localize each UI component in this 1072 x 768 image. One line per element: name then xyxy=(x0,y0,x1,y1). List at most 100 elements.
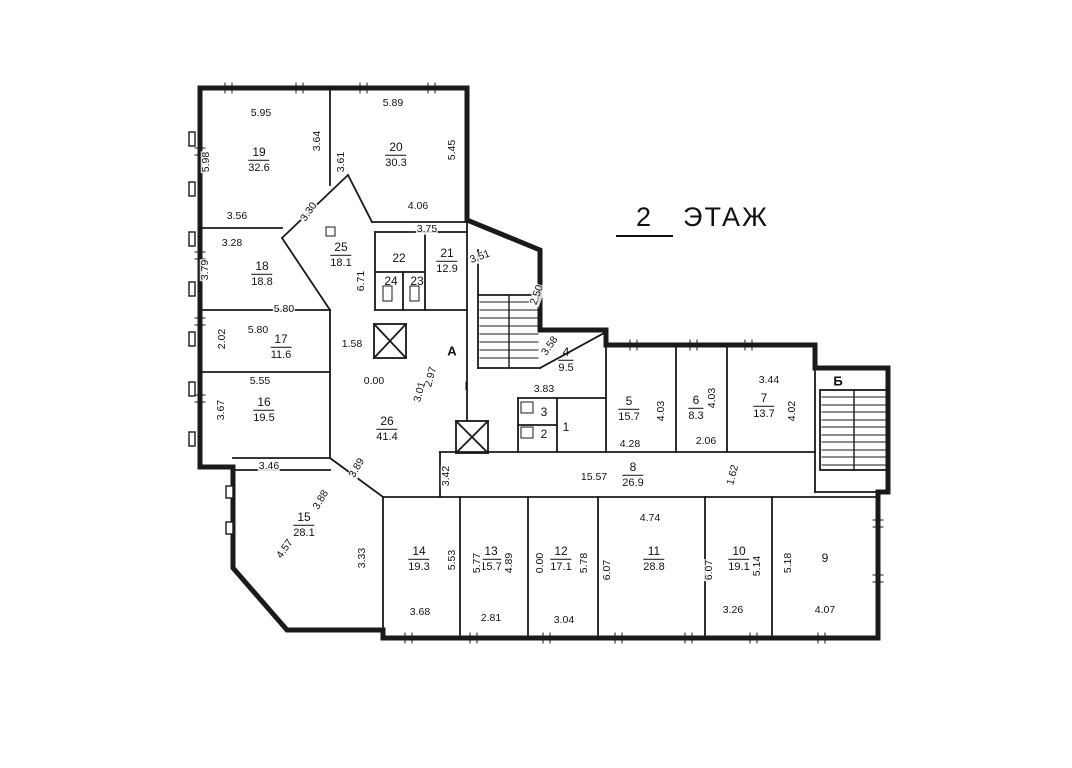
dimension-label: 5.55 xyxy=(248,374,272,387)
room-area: 12.9 xyxy=(436,262,458,275)
room-area: 15.7 xyxy=(618,410,640,423)
plan-mark-22: 22 xyxy=(392,251,406,265)
dimension-label: 5.89 xyxy=(381,96,405,109)
room-number: 10 xyxy=(728,544,750,560)
room-area: 18.8 xyxy=(251,275,273,288)
dimension-label: 2.02 xyxy=(215,327,228,351)
room-number: 19 xyxy=(248,145,270,161)
dimension-label: 3.46 xyxy=(257,459,281,472)
room-number: 16 xyxy=(253,395,275,411)
dimension-label: 4.07 xyxy=(813,603,837,616)
dimension-label: 5.95 xyxy=(249,106,273,119)
room-number: 21 xyxy=(436,246,458,262)
dimension-label: 0.00 xyxy=(362,374,386,387)
room-area: 15.7 xyxy=(480,560,502,573)
room-area: 19.5 xyxy=(253,411,275,424)
dimension-label: 3.61 xyxy=(334,150,347,174)
room-number: 7 xyxy=(753,391,775,407)
dimension-label: 3.67 xyxy=(214,398,227,422)
plan-mark-Б: Б xyxy=(833,373,843,389)
dimension-label: 5.18 xyxy=(781,551,794,575)
floor-word: ЭТАЖ xyxy=(683,202,769,232)
dimension-label: 2.06 xyxy=(694,434,718,447)
dimension-label: 3.28 xyxy=(220,236,244,249)
dimension-label: 4.02 xyxy=(785,399,798,423)
room-number: 11 xyxy=(643,544,665,560)
dimension-label: 3.56 xyxy=(225,209,249,222)
dimension-label: 4.89 xyxy=(502,551,515,575)
dimension-label: 6.71 xyxy=(354,269,367,293)
dimension-label: 6.07 xyxy=(600,558,613,582)
plan-mark-1: 1 xyxy=(562,420,570,434)
room-area: 32.6 xyxy=(248,161,270,174)
dimension-label: 5.80 xyxy=(272,302,296,315)
dimension-label: 3.79 xyxy=(198,258,211,282)
wc-fixture-icon xyxy=(325,226,534,439)
room-number: 13 xyxy=(480,544,502,560)
dimension-label: 2.81 xyxy=(479,611,503,624)
room-area: 26.9 xyxy=(622,476,644,489)
dimension-label: 5.14 xyxy=(750,554,763,578)
dimension-label: 3.42 xyxy=(439,464,452,488)
room-number: 6 xyxy=(688,393,704,409)
room-number: 18 xyxy=(251,259,273,275)
plan-mark-2: 2 xyxy=(540,427,548,441)
room-area: 19.1 xyxy=(728,560,750,573)
dimension-label: 3.33 xyxy=(355,546,368,570)
floor-number: 2 xyxy=(616,202,674,237)
dimension-label: 1.58 xyxy=(340,337,364,350)
dimension-label: 3.75 xyxy=(415,222,439,235)
room-area: 28.8 xyxy=(643,560,665,573)
room-number: 25 xyxy=(330,240,352,256)
room-number: 20 xyxy=(385,140,407,156)
dimension-label: 15.57 xyxy=(579,470,609,483)
dimension-label: 5.98 xyxy=(199,150,212,174)
room-area: 17.1 xyxy=(550,560,572,573)
room-area: 28.1 xyxy=(293,526,315,539)
dimension-label: 5.78 xyxy=(577,551,590,575)
floor-title: 2 ЭТАЖ xyxy=(616,202,769,237)
dimension-label: 6.07 xyxy=(702,558,715,582)
room-area: 11.6 xyxy=(270,348,292,361)
room-number: 17 xyxy=(270,332,292,348)
plan-mark-23: 23 xyxy=(410,274,424,288)
dimension-label: 5.45 xyxy=(445,138,458,162)
plan-mark-3: 3 xyxy=(540,405,548,419)
room-area: 13.7 xyxy=(753,407,775,420)
wall-pilasters xyxy=(188,131,234,535)
room-number: 26 xyxy=(376,414,398,430)
dimension-label: 3.64 xyxy=(310,129,323,153)
dimension-label: 3.83 xyxy=(532,382,556,395)
dimension-label: 3.04 xyxy=(552,613,576,626)
elevator-icon xyxy=(372,322,408,360)
window-ticks xyxy=(194,82,884,644)
room-number: 14 xyxy=(408,544,430,560)
room-area: 18.1 xyxy=(330,256,352,269)
room-area: 41.4 xyxy=(376,430,398,443)
staircase-a-icon xyxy=(479,294,539,369)
dimension-label: 4.74 xyxy=(638,511,662,524)
dimension-label: 4.06 xyxy=(406,199,430,212)
dimension-label: 3.26 xyxy=(721,603,745,616)
plan-mark-А: А xyxy=(447,343,457,359)
dimension-label: 4.28 xyxy=(618,437,642,450)
